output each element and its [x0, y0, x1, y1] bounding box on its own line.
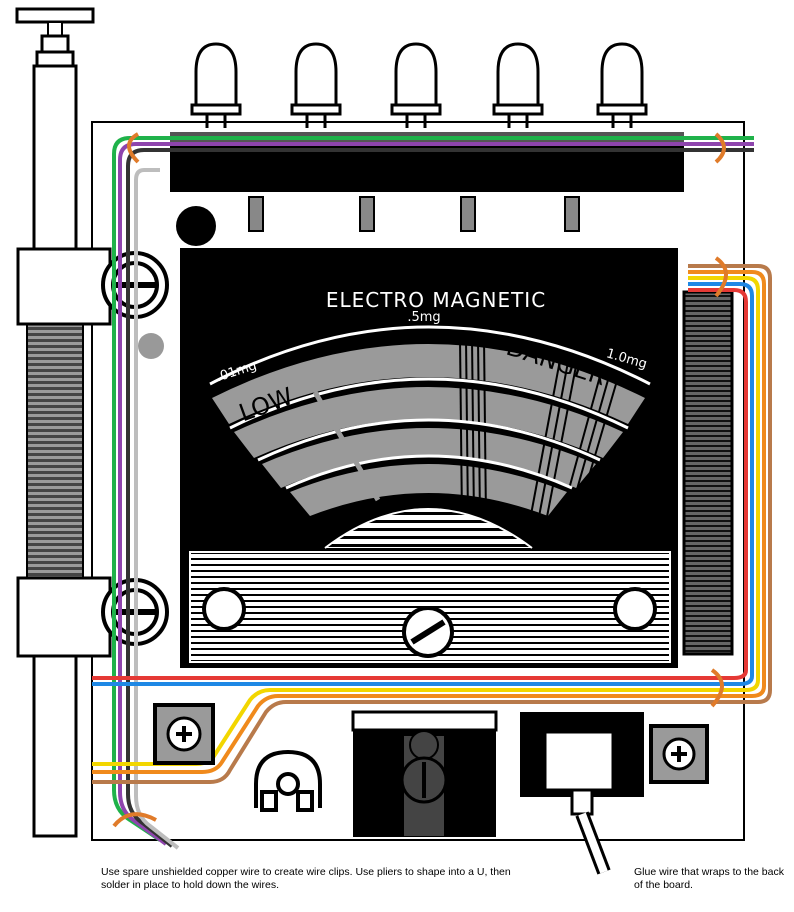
battery-connector-icon: [520, 712, 644, 875]
plate-hole-icon: [613, 587, 657, 631]
component-strip: [682, 290, 734, 656]
wire-clip-note: Use spare unshielded copper wire to crea…: [101, 866, 511, 891]
meter-icon: [180, 248, 678, 668]
led-bar-pins: [248, 196, 580, 232]
scale-band-4: [290, 464, 567, 516]
potentiometer-icon: [254, 749, 322, 812]
scale-ticks: [459, 337, 617, 523]
meter-title: ELECTRO MAGNETIC: [326, 288, 546, 312]
gray-dot: [138, 333, 164, 359]
zero-adjust-screw-icon: [402, 606, 454, 658]
led-icon: [290, 42, 342, 128]
antenna-icon: [15, 7, 112, 838]
meter-mid-label: .5mg: [407, 310, 440, 325]
meter-needle: [312, 390, 381, 502]
screw-terminal-icon: [649, 724, 709, 784]
wire-clip-icon: [112, 132, 728, 828]
led-icon: [390, 42, 442, 128]
switch-icon: [351, 710, 498, 837]
scale-band-outer: [212, 344, 645, 424]
black-dot: [176, 206, 216, 246]
led-icon: [190, 42, 242, 128]
scale-band-2: [234, 387, 623, 458]
screw-terminal-icon: [153, 703, 215, 765]
led-icon: [596, 42, 648, 128]
led-icon: [492, 42, 544, 128]
wire-bundle-right-bottom: [92, 264, 772, 784]
scale-arcs: [209, 325, 651, 490]
glue-wire-note: Glue wire that wraps to the back of the …: [634, 866, 784, 891]
led-row: [190, 42, 648, 128]
plate-hole-icon: [202, 587, 246, 631]
